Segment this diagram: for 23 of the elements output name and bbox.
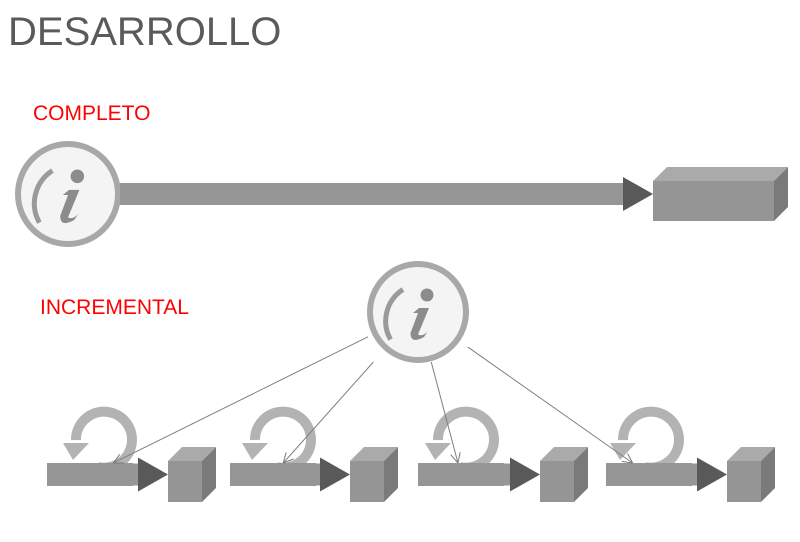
arrow-bar [418,463,504,486]
thick-arrow [120,177,653,211]
arrow-bar [47,463,133,486]
cube-drawing [168,447,216,502]
arrow [112,336,368,464]
title: DESARROLLO [8,9,282,56]
cube-drawing [653,167,788,221]
arrow [468,346,634,464]
thick-arrow [133,458,168,492]
section-label: COMPLETO [33,101,150,127]
arrow [430,362,461,464]
cube-drawing [540,447,588,502]
arrow [282,362,374,464]
thick-arrow [316,458,350,492]
thick-arrow [504,458,540,492]
cube-drawing [727,447,775,502]
section-label: INCREMENTAL [40,295,189,321]
cube-drawing [350,447,398,502]
arrow-bar [606,463,692,486]
thick-arrow [692,458,727,492]
arrow-bar [230,463,316,486]
info-icon [16,142,120,246]
info-icon [368,262,468,362]
